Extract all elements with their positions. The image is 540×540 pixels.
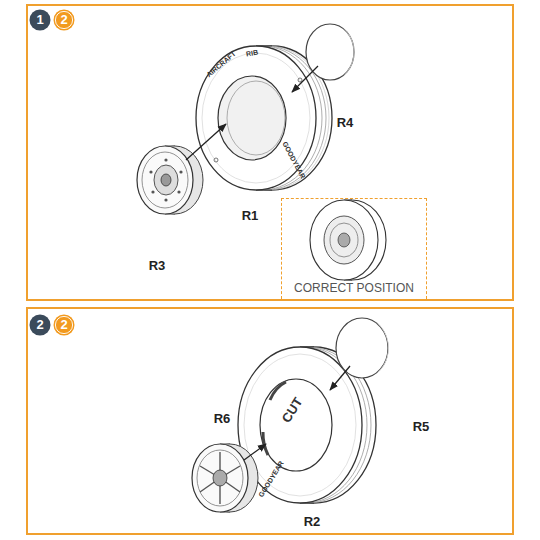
step-text: 2	[53, 9, 75, 31]
step-number: 2	[29, 314, 51, 336]
inset-box: CORRECT POSITION	[281, 198, 427, 299]
tire-lettering: AIRCRAFT	[205, 50, 237, 78]
cap-r5	[336, 318, 389, 378]
difficulty-badge: 2	[53, 9, 75, 31]
assembled-wheel	[310, 200, 386, 280]
step-number: 1	[29, 9, 51, 31]
step-text: 2	[29, 314, 51, 336]
step-panel	[27, 5, 513, 300]
hub-r3	[137, 146, 203, 214]
hub-r6	[192, 444, 258, 512]
part-label: R4	[337, 116, 354, 129]
tire-lettering: RIB	[245, 49, 258, 58]
difficulty-badge: 2	[53, 314, 75, 336]
tire-lettering: GOODYEAR	[281, 140, 306, 179]
step-text: 2	[53, 314, 75, 336]
step-text: 1	[29, 9, 51, 31]
insert-arrow	[330, 366, 350, 390]
insert-arrow	[292, 66, 318, 92]
cut-marking: CUT	[279, 395, 304, 425]
insert-arrow	[186, 124, 226, 160]
insert-arrow	[244, 444, 266, 460]
part-label: R3	[149, 259, 166, 272]
part-label: R5	[413, 420, 430, 433]
step-panel	[27, 308, 513, 534]
part-label: R6	[214, 412, 231, 425]
tire-lettering: GOODYEAR	[257, 460, 285, 498]
inset-caption: CORRECT POSITION	[286, 281, 422, 295]
part-label: R1	[242, 209, 259, 222]
part-label: R2	[304, 515, 321, 528]
